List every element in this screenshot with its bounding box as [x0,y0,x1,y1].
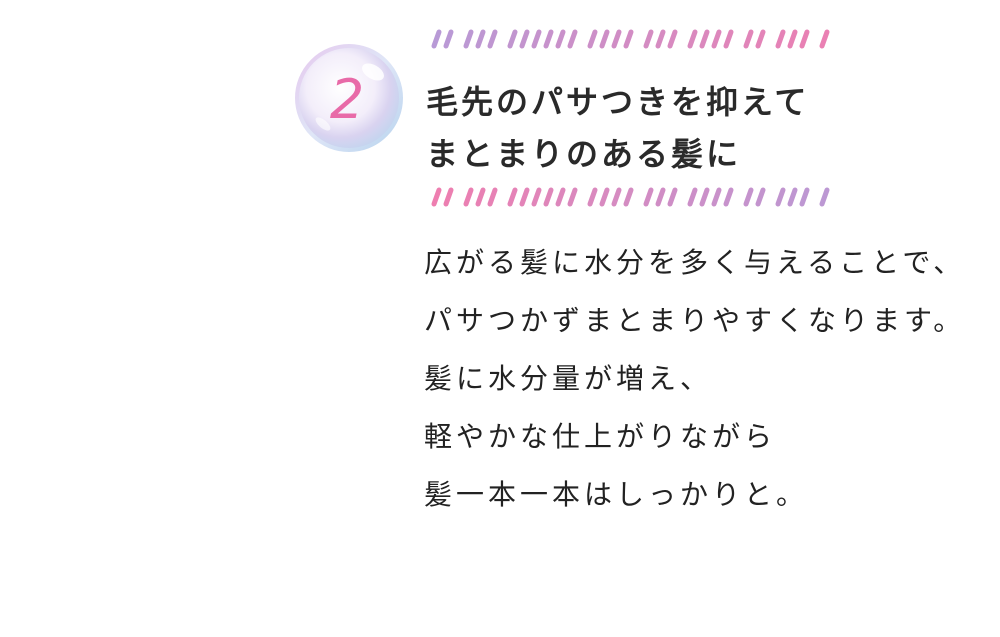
decorative-dash [587,187,598,207]
decorative-dash [599,29,610,49]
decorative-dash [723,187,734,207]
body-paragraph: 広がる髪に水分を多く与えることで、 パサつかずまとまりやすくなります。 髪に水分… [424,234,965,524]
decorative-dash [819,187,830,207]
decorative-dash [543,29,554,49]
decorative-dash [667,187,678,207]
decorative-dash [507,29,518,49]
decorative-dash [699,29,710,49]
decorative-dash [743,187,754,207]
decorative-dash-line-top [431,29,830,49]
decorative-dash [507,187,518,207]
step-number: 2 [330,68,364,131]
decorative-dash [531,187,542,207]
decorative-dash [655,29,666,49]
decorative-dash [687,29,698,49]
decorative-dash [587,29,598,49]
decorative-dash [819,29,830,49]
body-line-3: 髪に水分量が増え、 [424,362,713,395]
section-heading: 毛先のパサつきを抑えて まとまりのある髪に [426,76,809,180]
decorative-dash [755,29,766,49]
bubble-icon: 2 [295,44,403,152]
decorative-dash [643,29,654,49]
body-line-5: 髪一本一本はしっかりと。 [424,478,809,511]
body-line-4: 軽やかな仕上がりながら [424,420,777,453]
decorative-dash [555,29,566,49]
body-line-2: パサつかずまとまりやすくなります。 [424,304,966,337]
decorative-dash [519,187,530,207]
decorative-dash [687,187,698,207]
heading-line-2: まとまりのある髪に [426,135,742,173]
decorative-dash [623,187,634,207]
decorative-dash [567,187,578,207]
decorative-dash [487,187,498,207]
decorative-dash [519,29,530,49]
decorative-dash [699,187,710,207]
step-number-badge: 2 [293,42,405,154]
decorative-dash [599,187,610,207]
decorative-dash [623,29,634,49]
decorative-dash [487,29,498,49]
decorative-dash [543,187,554,207]
decorative-dash [463,187,474,207]
decorative-dash [611,29,622,49]
decorative-dash [655,187,666,207]
decorative-dash [711,29,722,49]
decorative-dash [443,29,454,49]
decorative-dash [555,187,566,207]
decorative-dash [775,187,786,207]
body-line-1: 広がる髪に水分を多く与えることで、 [424,246,966,279]
heading-line-1: 毛先のパサつきを抑えて [426,83,810,121]
decorative-dash [723,29,734,49]
decorative-dash [431,29,442,49]
decorative-dash [775,29,786,49]
decorative-dash-line-bottom [431,187,830,207]
decorative-dash [743,29,754,49]
decorative-dash [475,187,486,207]
decorative-dash [475,29,486,49]
decorative-dash [787,29,798,49]
decorative-dash [755,187,766,207]
decorative-dash [611,187,622,207]
decorative-dash [799,187,810,207]
decorative-dash [799,29,810,49]
decorative-dash [463,29,474,49]
decorative-dash [431,187,442,207]
decorative-dash [787,187,798,207]
decorative-dash [567,29,578,49]
decorative-dash [443,187,454,207]
decorative-dash [531,29,542,49]
decorative-dash [667,29,678,49]
decorative-dash [643,187,654,207]
decorative-dash [711,187,722,207]
